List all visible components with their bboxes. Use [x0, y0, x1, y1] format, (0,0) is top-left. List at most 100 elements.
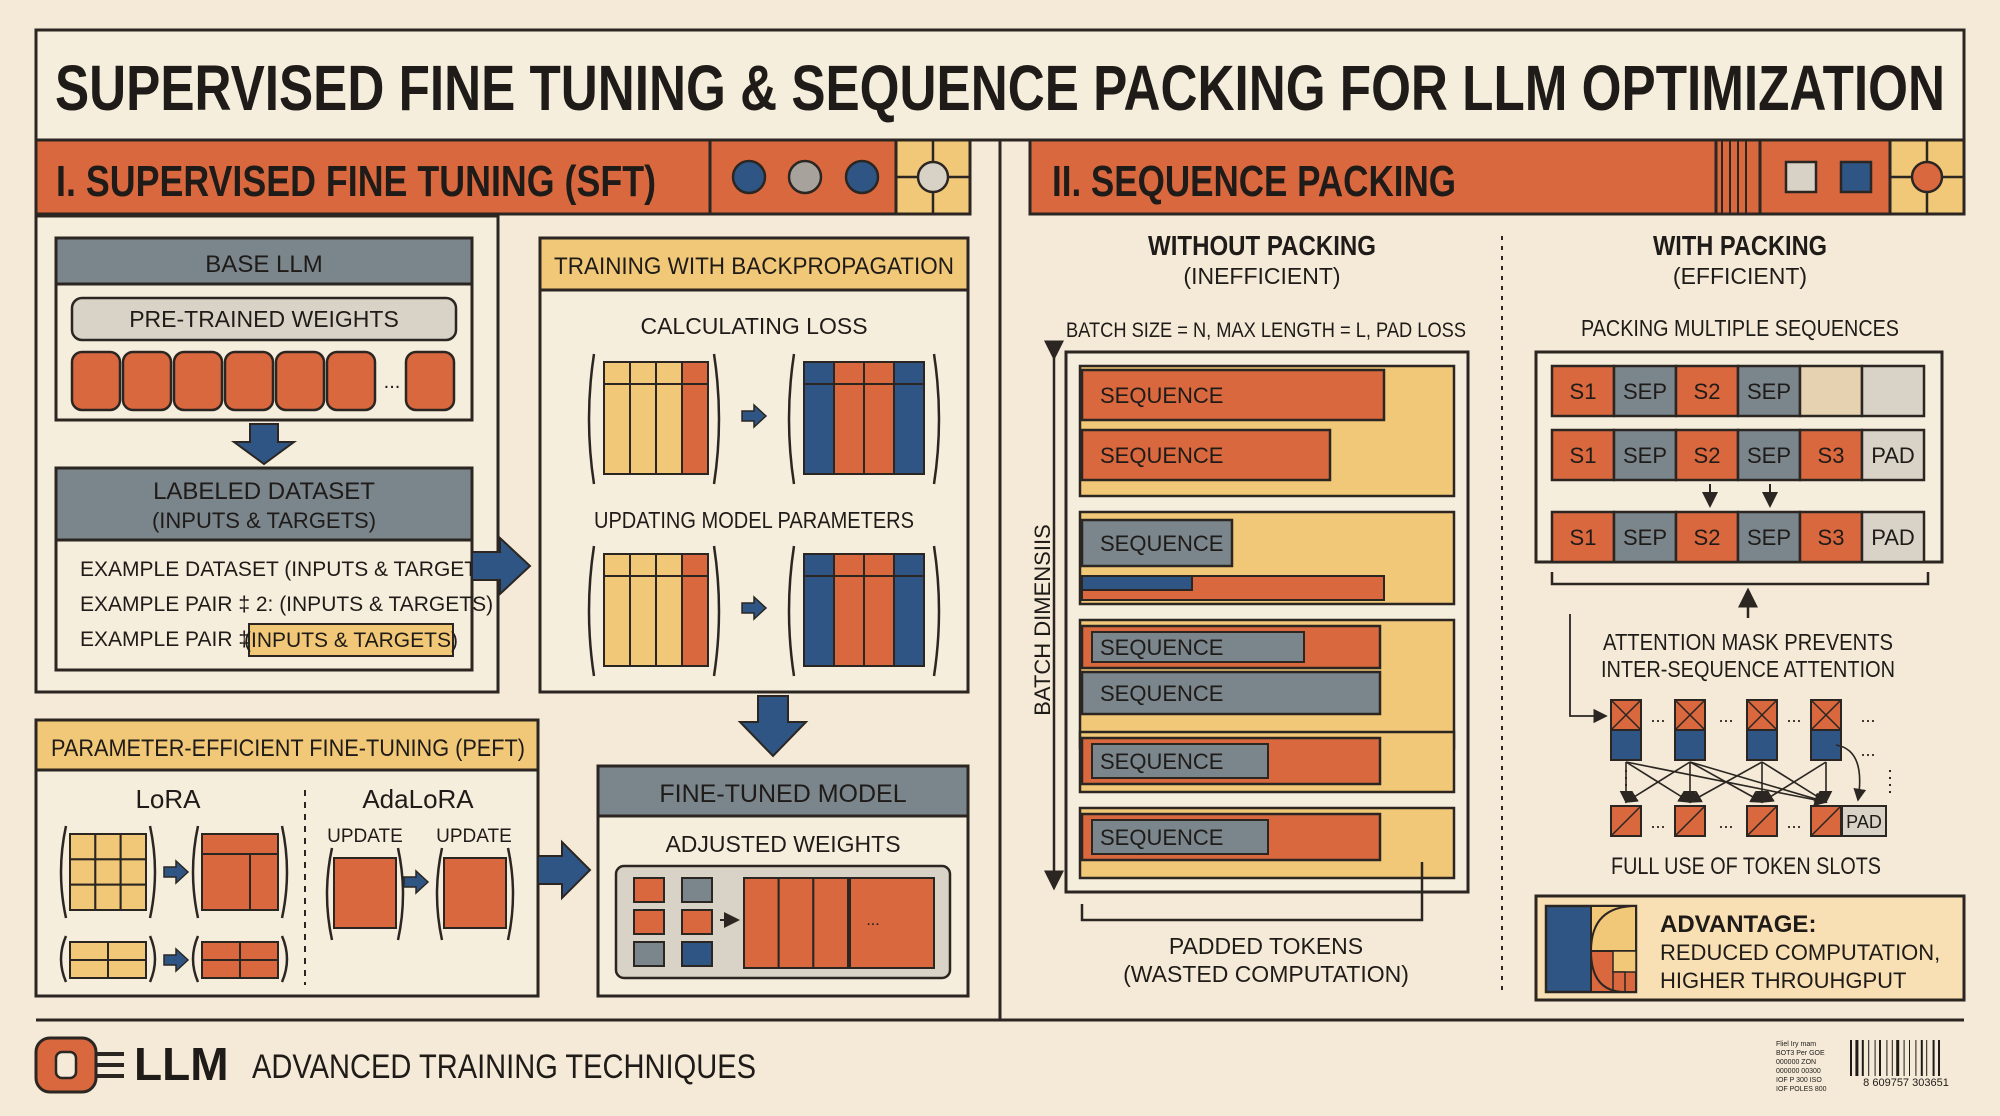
attention-edge-curve — [1835, 744, 1867, 802]
sequence-bar — [1080, 428, 1332, 482]
update-input-cell — [603, 553, 631, 667]
adalora-block-1 — [333, 857, 397, 929]
packed-bracket — [1550, 572, 1930, 586]
lora-input-cell — [119, 883, 147, 912]
update-input-cell — [629, 553, 657, 667]
mask-label-2: INTER-SEQUENCE ATTENTION — [1601, 656, 1895, 682]
fine-print-line: Fliel Iry mam — [1776, 1041, 1816, 1048]
loss-output-cell — [803, 361, 835, 475]
lora-input-cell — [69, 833, 97, 861]
matrix-bracket-right — [712, 545, 721, 677]
fine-tuned-title: FINE-TUNED MODEL — [659, 780, 906, 808]
weight-block — [172, 350, 224, 412]
sequence-label: SEQUENCE — [1100, 635, 1223, 660]
packed-token-label: SEP — [1747, 443, 1791, 468]
attention-edge — [1688, 761, 1763, 803]
peft-title: PARAMETER-EFFICIENT FINE-TUNING (PEFT) — [51, 735, 525, 762]
weight-chip — [633, 877, 665, 903]
output-slash — [1810, 805, 1842, 837]
matrix-bracket-right — [148, 825, 157, 919]
barcode-bar — [1909, 1040, 1910, 1076]
right-arrow-icon — [471, 535, 532, 597]
pretrained-weights-pill — [70, 296, 458, 342]
pretrained-weights-label: PRE-TRAINED WEIGHTS — [129, 306, 399, 332]
padded-tokens-label: PADDED TOKENS — [1169, 933, 1363, 959]
graph-dots: ... — [1650, 706, 1665, 726]
pad-token-box — [1841, 805, 1887, 837]
packed-token — [1798, 510, 1864, 564]
key-token — [1746, 729, 1778, 761]
lora-input-cell — [94, 883, 122, 912]
matrix-bracket-left — [59, 935, 68, 983]
weights-ellipsis: ... — [384, 371, 401, 393]
output-slash — [1610, 805, 1642, 837]
loss-input-cell — [603, 361, 631, 475]
packed-token — [1674, 510, 1740, 564]
sequence-label: SEQUENCE — [1100, 825, 1223, 850]
mask-cross — [1674, 699, 1706, 731]
lora-input-cell — [94, 833, 122, 861]
matrix-bracket-right — [712, 353, 721, 485]
peft-graphics — [59, 825, 515, 983]
footer-brand: LLM — [134, 1038, 229, 1090]
training-title: TRAINING WITH BACKPROPAGATION — [554, 253, 954, 280]
sequence-fragment — [1081, 575, 1193, 591]
sequence-label: SEQUENCE — [1100, 531, 1223, 556]
packed-token-label: PAD — [1871, 443, 1915, 468]
lora-low-rank-cell — [69, 941, 109, 961]
peft-titlebar — [34, 718, 540, 772]
matrix-bracket-right — [506, 847, 515, 941]
barcode-number: 8 609757 303651 — [1863, 1077, 1949, 1089]
weight-chip — [681, 941, 713, 967]
packed-token-label: SEP — [1623, 525, 1667, 550]
packed-token-label: S2 — [1694, 443, 1721, 468]
full-use-label: FULL USE OF TOKEN SLOTS — [1611, 853, 1881, 880]
matrix-bracket-right — [932, 353, 941, 485]
packed-token-label: S3 — [1818, 443, 1845, 468]
mask-feed-line — [1569, 614, 1608, 724]
attention-edge — [1760, 761, 1827, 803]
barcode-bar — [1938, 1040, 1940, 1076]
loss-output-cell — [893, 361, 925, 475]
fine-print-line: 000000 00300 — [1776, 1068, 1821, 1075]
weight-block — [70, 350, 122, 412]
packed-token-label: S1 — [1570, 443, 1597, 468]
output-slash — [1746, 805, 1778, 837]
base-llm-title: BASE LLM — [205, 251, 322, 278]
lora-low-rank-out-cell — [201, 959, 241, 979]
adjusted-weight-cell — [849, 877, 935, 969]
mask-cross — [1610, 699, 1642, 731]
weight-block — [121, 350, 173, 412]
fine-tuned-titlebar — [596, 764, 970, 818]
packed-token — [1860, 510, 1926, 564]
gray-square-icon — [1784, 160, 1818, 194]
navy-dot-icon — [731, 159, 767, 195]
mask-label-1: ATTENTION MASK PREVENTS — [1603, 629, 1893, 655]
lora-low-rank-cell — [107, 941, 147, 961]
graph-dots: ... — [1786, 706, 1801, 726]
update-output-cell — [893, 553, 925, 667]
matrix-bracket-right — [280, 935, 289, 983]
barcode-bar — [1855, 1040, 1859, 1076]
down-arrow-to-finetuned-icon — [737, 695, 809, 758]
dataset-highlight-box — [248, 623, 454, 657]
barcode-bar — [1874, 1040, 1876, 1076]
adjusted-weight-cell — [743, 877, 780, 969]
sequence-bar — [1080, 518, 1234, 568]
packed-token — [1798, 364, 1864, 418]
unpacked-sequences: SEQUENCESEQUENCESEQUENCESEQUENCESEQUENCE… — [1078, 364, 1456, 880]
batch-size-label: BATCH SIZE = N, MAX LENGTH = L, PAD LOSS — [1066, 319, 1466, 342]
output-slash — [1674, 805, 1706, 837]
down-arrow-icon — [230, 423, 298, 466]
adalora-arrow-icon — [403, 869, 430, 895]
weight-chip — [633, 909, 665, 935]
mask-cross — [1810, 699, 1842, 731]
attention-edge — [1624, 761, 1691, 803]
lora-input-cell — [119, 858, 147, 886]
matrix-bracket-left — [787, 353, 796, 485]
update-output-cell — [803, 553, 835, 667]
pretrained-weight-blocks — [70, 350, 456, 412]
with-packing-title: WITH PACKING — [1653, 230, 1827, 261]
fine-print-line: BOT3 Per GOE — [1776, 1050, 1825, 1057]
